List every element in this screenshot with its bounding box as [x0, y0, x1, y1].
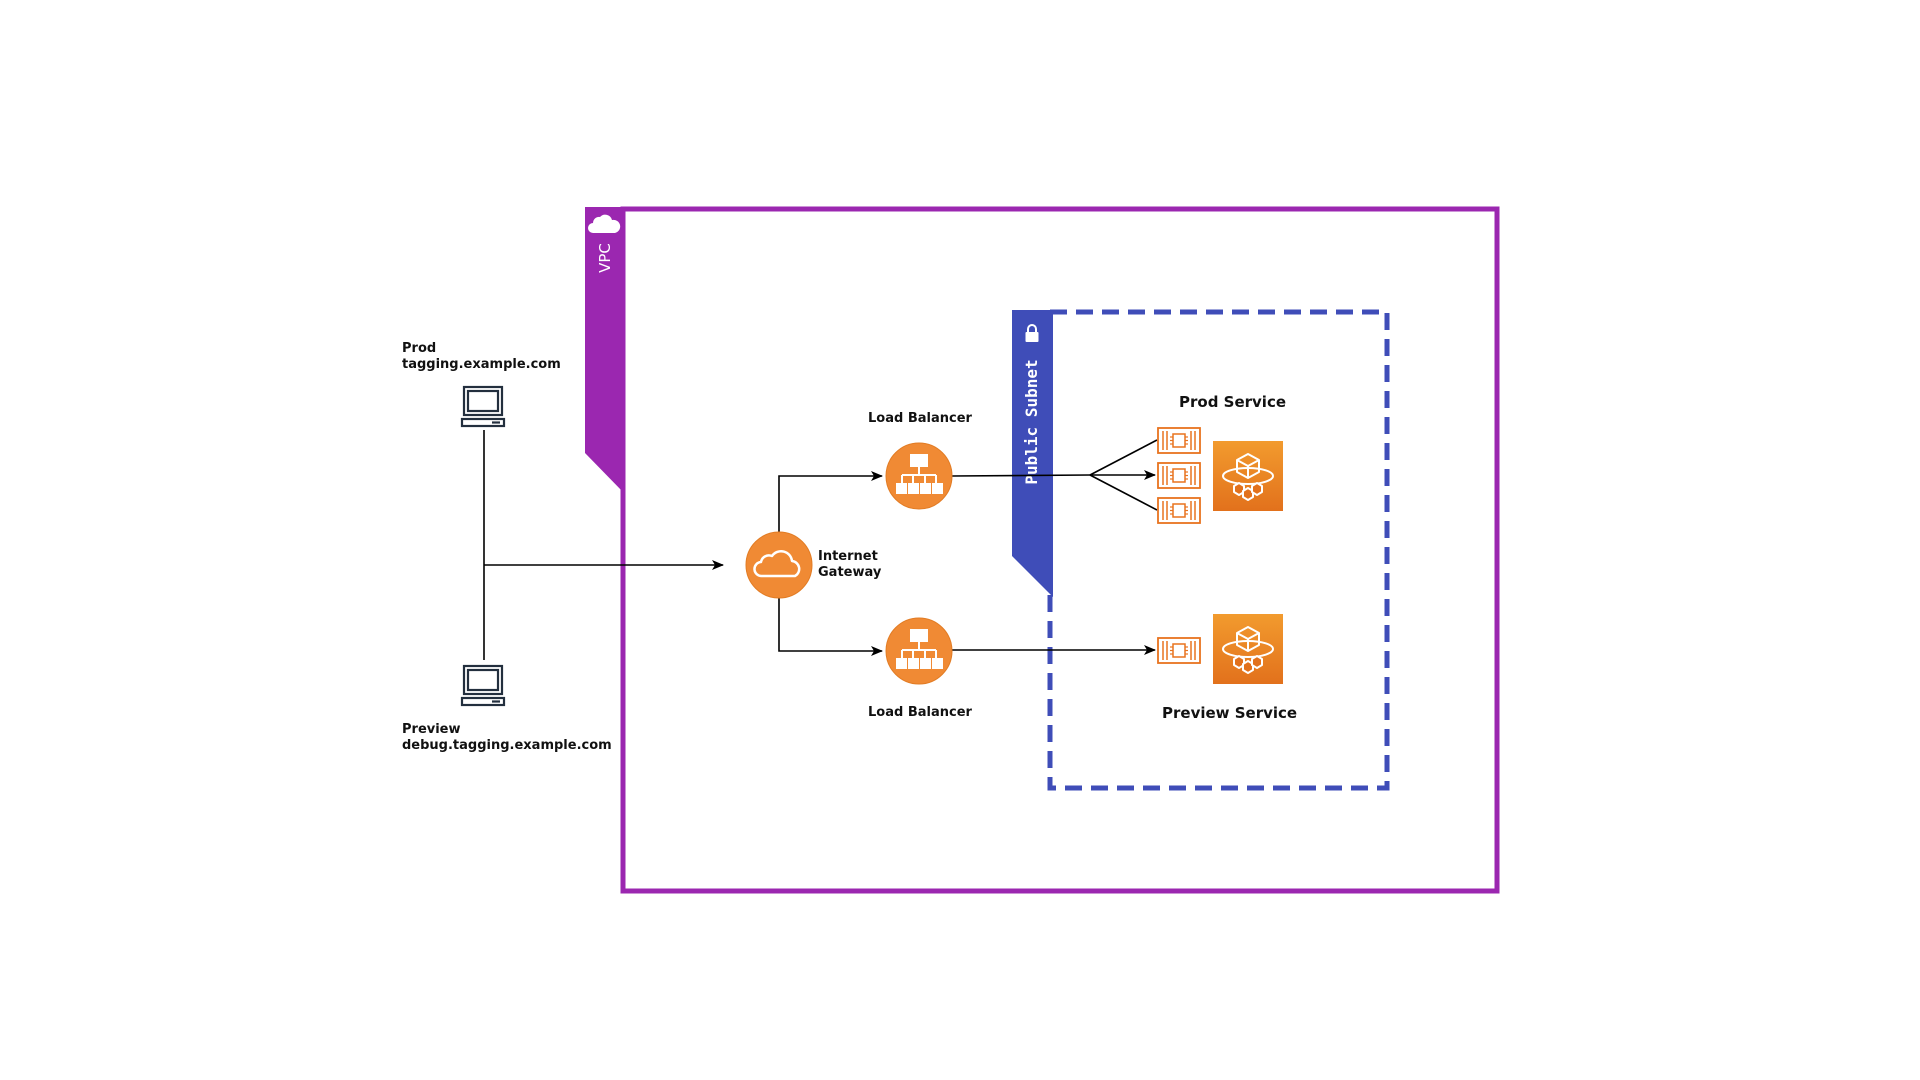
connectors	[483, 430, 1158, 660]
preview-client	[460, 664, 506, 707]
load-balancer-top	[885, 442, 953, 510]
preview-service-label: Preview Service	[1162, 704, 1298, 722]
preview-client-host: debug.tagging.example.com	[402, 738, 612, 753]
gateway-label-line2: Gateway	[818, 565, 882, 580]
task-container-icon	[1157, 497, 1201, 524]
gateway-label-line1: Internet	[818, 549, 878, 564]
prod-service-icon	[1213, 441, 1283, 511]
load-balancer-bottom-label: Load Balancer	[868, 705, 972, 720]
prod-task-group	[1157, 427, 1201, 524]
internet-gateway	[745, 531, 813, 599]
load-balancer-top-label: Load Balancer	[868, 411, 972, 426]
prod-service-label: Prod Service	[1179, 393, 1287, 411]
task-container-icon	[1157, 462, 1201, 489]
preview-service-icon	[1213, 614, 1283, 684]
subnet-label: Public Subnet	[1022, 359, 1041, 484]
prod-client	[460, 385, 506, 428]
prod-client-host: tagging.example.com	[402, 357, 561, 372]
task-container-icon	[1157, 427, 1201, 454]
task-container-icon	[1157, 637, 1201, 664]
vpc-label-tab	[585, 207, 623, 492]
vpc-label: VPC	[596, 243, 614, 273]
load-balancer-bottom	[885, 617, 953, 685]
subnet-label-tab	[1012, 310, 1053, 597]
fargate-icon	[1222, 626, 1274, 674]
prod-client-title: Prod	[402, 341, 437, 356]
preview-client-title: Preview	[402, 722, 461, 737]
gateway-to-lb-bottom-arrow	[778, 594, 883, 656]
preview-task-group	[1157, 637, 1201, 664]
subnet-group: Public Subnet	[1012, 309, 1390, 791]
laptop-icon	[460, 385, 506, 428]
gateway-circle	[745, 531, 813, 599]
load-balancer-icon	[896, 629, 943, 669]
prod-fan-line-bottom	[1089, 474, 1158, 511]
subnet-border	[1047, 309, 1390, 791]
laptop-icon	[460, 664, 506, 707]
cloud-icon	[753, 549, 801, 578]
gateway-to-lb-top-arrow	[778, 471, 883, 536]
vpc-group: VPC	[585, 206, 1500, 894]
lock-icon	[1025, 324, 1039, 342]
fargate-icon	[1222, 453, 1274, 501]
vpc-cloud-icon	[588, 214, 621, 233]
vpc-border	[620, 206, 1500, 894]
prod-fan-line-top	[1089, 439, 1158, 476]
load-balancer-icon	[896, 454, 943, 494]
lb-top-to-prod-line	[951, 474, 1091, 477]
